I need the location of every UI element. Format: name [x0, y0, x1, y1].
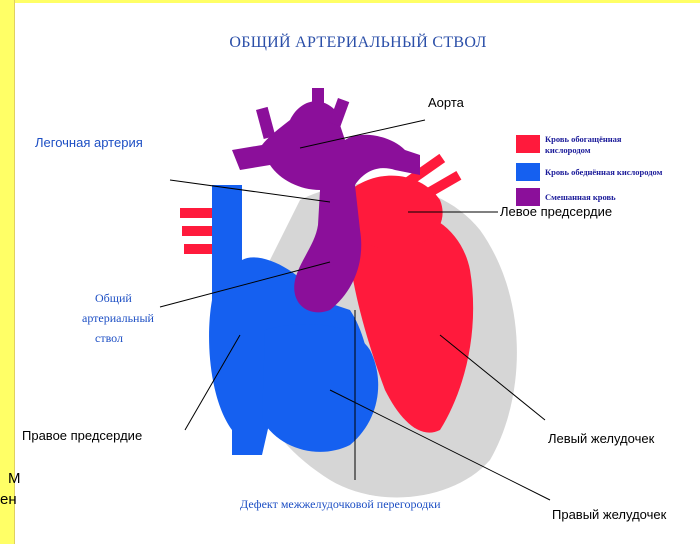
legend-oxygenated-line1: Кровь обогащённая: [545, 134, 622, 144]
label-common-trunk-2: артериальный: [82, 311, 155, 325]
background-text-fragment-2: ен: [0, 491, 17, 508]
aorta-branch-3: [256, 107, 275, 139]
legend-swatch-deoxygenated: [516, 163, 540, 181]
right-ventricle-shape: [262, 324, 378, 452]
aorta-branch-1: [312, 88, 324, 118]
label-left-atrium: Левое предсердие: [500, 204, 612, 219]
legend-swatch-oxygenated: [516, 135, 540, 153]
label-aorta: Аорта: [428, 95, 465, 110]
label-septal-defect: Дефект межжелудочковой перегородки: [240, 497, 441, 511]
legend-oxygenated-line2: кислородом: [545, 145, 591, 155]
label-right-ventricle: Правый желудочек: [552, 507, 667, 522]
label-left-ventricle: Левый желудочек: [548, 431, 655, 446]
legend-deoxygenated: Кровь обеднённая кислородом: [545, 167, 663, 177]
pulmonary-vein-2: [420, 171, 461, 201]
legend-mixed: Смешанная кровь: [545, 192, 616, 202]
label-pulmonary-artery: Легочная артерия: [35, 135, 143, 150]
background-text-fragment-1: М: [8, 470, 21, 487]
label-right-atrium: Правое предсердие: [22, 428, 142, 443]
label-common-trunk-1: Общий: [95, 291, 132, 305]
legend-swatch-mixed: [516, 188, 540, 206]
label-common-trunk-3: ствол: [95, 331, 123, 345]
diagram-title: ОБЩИЙ АРТЕРИАЛЬНЫЙ СТВОЛ: [229, 32, 486, 51]
